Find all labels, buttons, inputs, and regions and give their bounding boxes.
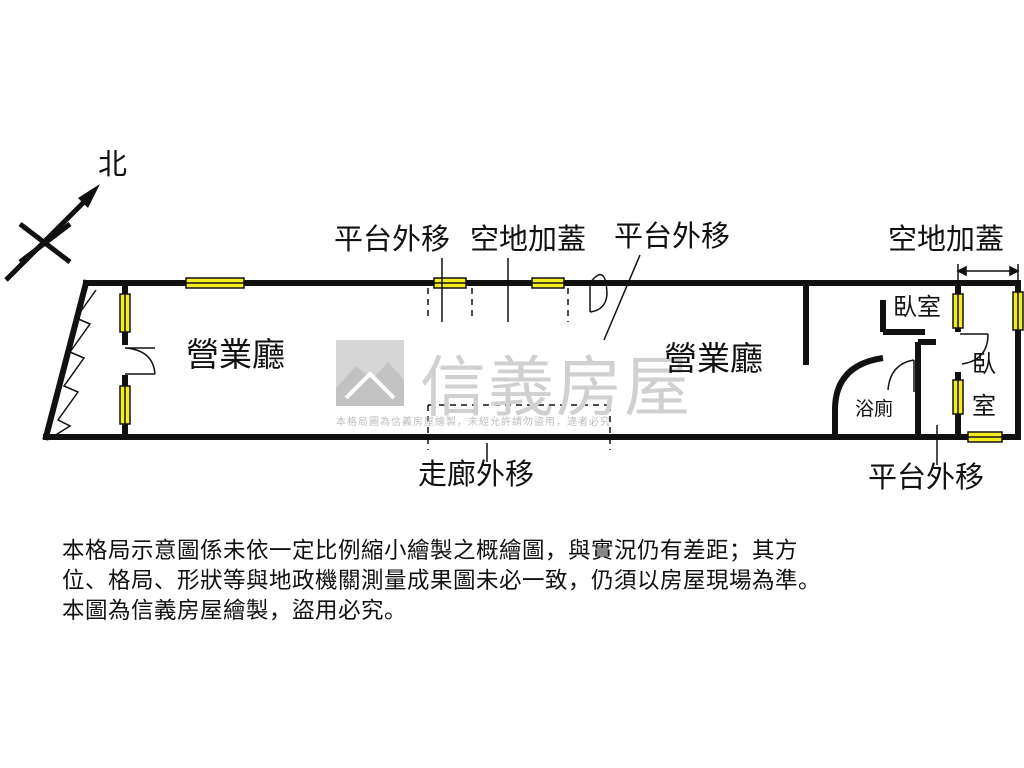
disclaimer-line: 本圖為信義房屋繪製，盜用必究。 — [62, 598, 408, 624]
room-label-business-hall-left: 營業廳 — [186, 335, 285, 374]
room-label-business-hall-right: 營業廳 — [664, 339, 763, 378]
disclaimer-line: 本格局示意圖係未依一定比例縮小繪製之概繪圖，與實況仍有差距；其方 — [62, 538, 799, 564]
annotation-corridor-shift: 走廊外移 — [418, 457, 535, 491]
annotation-platform-shift-mid: 平台外移 — [614, 219, 731, 253]
dimension-arrow — [956, 264, 1020, 280]
windows — [119, 277, 1024, 443]
dashed-extension-outlines — [427, 288, 611, 450]
watermark-logo-icon — [336, 340, 404, 406]
doors — [124, 273, 989, 392]
room-label-bathroom: 浴廁 — [855, 398, 894, 420]
disclaimer-text: 本格局示意圖係未依一定比例縮小繪製之概繪圖，與實況仍有差距；其方 位、格局、形狀… — [62, 536, 1002, 626]
disclaimer-line: 位、格局、形狀等與地政機關測量成果圖未必一致，仍須以房屋現場為準。 — [62, 568, 822, 594]
room-label-bedroom-lower-2: 室 — [972, 392, 996, 420]
watermark-brand: 信義房屋 — [420, 349, 692, 426]
annotation-extension-right: 空地加蓋 — [888, 222, 1005, 256]
bathroom-curved-wall — [832, 355, 884, 437]
annotation-platform-shift-right: 平台外移 — [868, 460, 985, 494]
annotation-platform-shift-left: 平台外移 — [334, 222, 451, 256]
compass-north-label: 北 — [98, 147, 128, 181]
annotation-extension-mid: 空地加蓋 — [470, 222, 587, 256]
leader-lines — [441, 254, 938, 465]
sloped-glass-wall — [53, 289, 97, 437]
room-label-bedroom-upper: 臥室 — [893, 293, 941, 321]
room-label-bedroom-lower-1: 臥 — [972, 350, 996, 378]
watermark-notice: 本格局圖為信義房屋繪製，未經允許請勿盜用，違者必究 — [336, 417, 611, 428]
compass-icon — [4, 184, 100, 282]
